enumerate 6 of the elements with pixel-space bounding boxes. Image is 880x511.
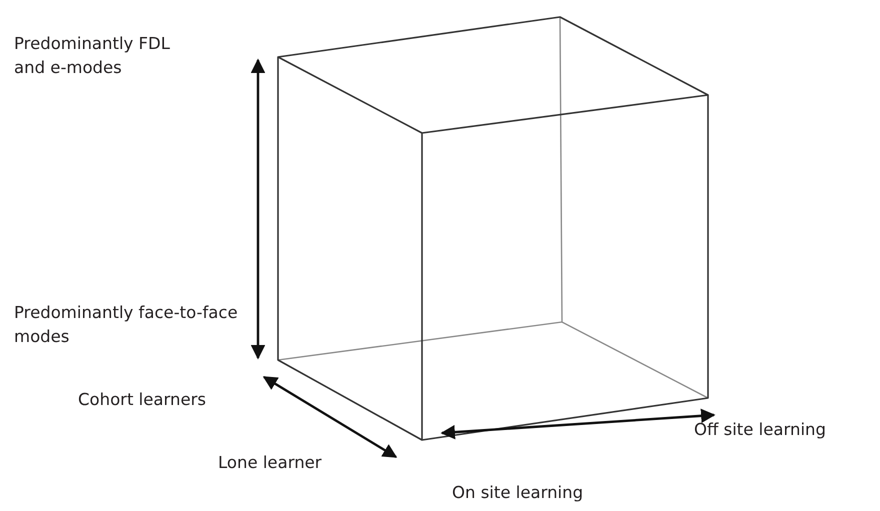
axis-label: Cohort learners <box>78 389 207 411</box>
axis-label: Off site learning <box>694 419 827 441</box>
axis-label: Lone learner <box>218 452 323 474</box>
axis-label: Predominantly FDL and e-modes <box>14 33 171 79</box>
axis-label: Predominantly face-to-face modes <box>14 302 239 348</box>
axis-label: On site learning <box>452 482 584 504</box>
